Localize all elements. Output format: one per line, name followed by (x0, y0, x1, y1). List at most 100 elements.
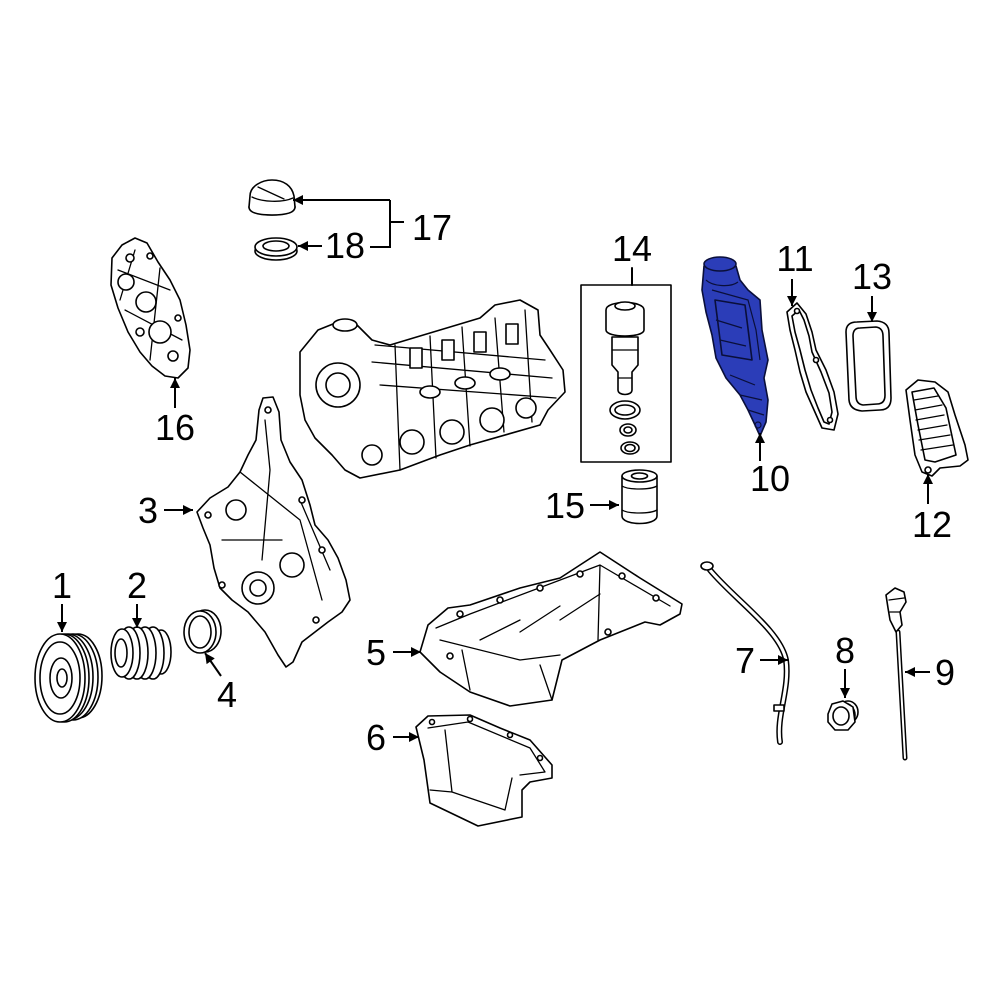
part-10-top (703, 256, 737, 272)
part-10-detail-lines (705, 279, 765, 416)
cylinder-head-cam-tower (505, 323, 519, 345)
part-15-bore (630, 472, 649, 480)
cylinder-head-cam-tower (409, 347, 423, 369)
part-10-filter-housing (701, 256, 769, 437)
part-3-port (225, 499, 247, 521)
part-16-cover-plate (110, 237, 191, 379)
part-14-stem (611, 336, 639, 396)
part-3-seal-bore-inner (249, 579, 267, 597)
part-9-rod-fill (897, 631, 906, 759)
callout-label-3: 3 (138, 490, 158, 531)
part-6-lower-oil-pan (415, 714, 553, 827)
callout-label-14: 14 (612, 228, 652, 269)
part-12-core (911, 387, 957, 463)
part-2-hub (110, 626, 172, 680)
part-3-port (279, 552, 305, 578)
part-14-stem-lines (611, 349, 639, 379)
part-16-port (117, 273, 135, 291)
part-12-oil-cooler (905, 379, 969, 477)
part-12-bolt (924, 466, 932, 474)
part-15-band (621, 485, 658, 514)
part-17-cap (248, 179, 296, 216)
callout-label-16: 16 (155, 407, 195, 448)
part-3-bolt-hole (204, 511, 212, 519)
part-6-outline (415, 714, 553, 827)
cylinder-head-lobe (419, 385, 441, 399)
part-6-bolt-hole (506, 731, 514, 739)
part-4-seal (183, 609, 222, 654)
callout-bracket-17 (370, 200, 404, 248)
cylinder-head-lobe (454, 376, 476, 390)
part-14-box (580, 284, 672, 463)
part-3-outline (196, 396, 351, 668)
callout-label-12: 12 (912, 504, 952, 545)
part-5-outline (419, 551, 683, 707)
callout-label-4: 4 (217, 674, 237, 715)
part-16-hole (125, 253, 135, 263)
part-16-hole (167, 350, 179, 362)
callout-label-6: 6 (366, 717, 386, 758)
part-6-bolt-hole (466, 715, 474, 723)
cylinder-head-port (399, 429, 425, 455)
part-14-o-ring-inner (623, 426, 633, 434)
part-3-ribs (221, 419, 331, 601)
part-7-top-fitting (700, 561, 714, 571)
part-11-hole (812, 356, 820, 364)
part-2-bore (114, 638, 128, 668)
part-3-bolt-hole (312, 616, 320, 624)
part-5-bolt-hole (652, 594, 660, 602)
part-9-handle-detail (888, 597, 905, 613)
part-9-dipstick (885, 587, 908, 761)
cylinder-head-lobe (489, 367, 511, 381)
part-6-rim (427, 721, 546, 811)
part-15-body (621, 475, 658, 525)
part-7-clip (773, 704, 785, 712)
part-8-drain-plug (827, 700, 859, 731)
callout-label-10: 10 (750, 458, 790, 499)
part-5-bolt-hole (446, 652, 454, 660)
callout-arrows (57, 195, 933, 742)
part-16-hole (135, 327, 145, 337)
part-3-bolt-hole (298, 496, 306, 504)
part-5-bolt-hole (496, 596, 504, 604)
part-17-grip (251, 186, 294, 202)
cylinder-head (299, 299, 566, 479)
cylinder-head-cam-tower (473, 331, 487, 353)
part-6-bolt-hole (536, 754, 544, 762)
part-9-handle (885, 587, 907, 633)
cylinder-head-port (361, 444, 383, 466)
cylinder-head-neck (332, 318, 358, 332)
callout-label-1: 1 (52, 565, 72, 606)
part-16-hole (146, 252, 154, 260)
part-3-timing-cover (196, 396, 351, 668)
part-5-upper-oil-pan (419, 551, 683, 707)
cylinder-head-port (515, 397, 537, 419)
part-16-port (148, 320, 172, 344)
part-14-o-ring-inner (614, 404, 636, 416)
callout-label-18: 18 (325, 225, 365, 266)
cylinder-head-port (439, 419, 465, 445)
part-16-port (135, 291, 157, 313)
part-5-bolt-hole (536, 584, 544, 592)
part-18-seal-ring (254, 237, 298, 261)
cylinder-head-front-bore-inner (325, 372, 351, 398)
part-8-washer (832, 706, 850, 726)
part-18-inner (262, 240, 290, 252)
part-17-body (248, 179, 296, 216)
part-4-inner (188, 615, 212, 649)
part-11-gasket (786, 302, 839, 431)
callout-arrow-4 (204, 652, 222, 677)
callout-label-2: 2 (127, 565, 147, 606)
part-1-bore (56, 668, 68, 688)
part-10-bolt (754, 421, 762, 429)
part-5-bolt-hole (604, 628, 612, 636)
part-5-bolt-hole (456, 610, 464, 618)
part-13-gasket-ring (845, 320, 892, 412)
part-11-hole (793, 307, 801, 315)
part-14-o-ring-inner (624, 443, 636, 453)
callout-label-7: 7 (735, 640, 755, 681)
callout-label-5: 5 (366, 632, 386, 673)
cylinder-head-cam-tower (441, 339, 455, 361)
part-11-hole (826, 416, 834, 424)
